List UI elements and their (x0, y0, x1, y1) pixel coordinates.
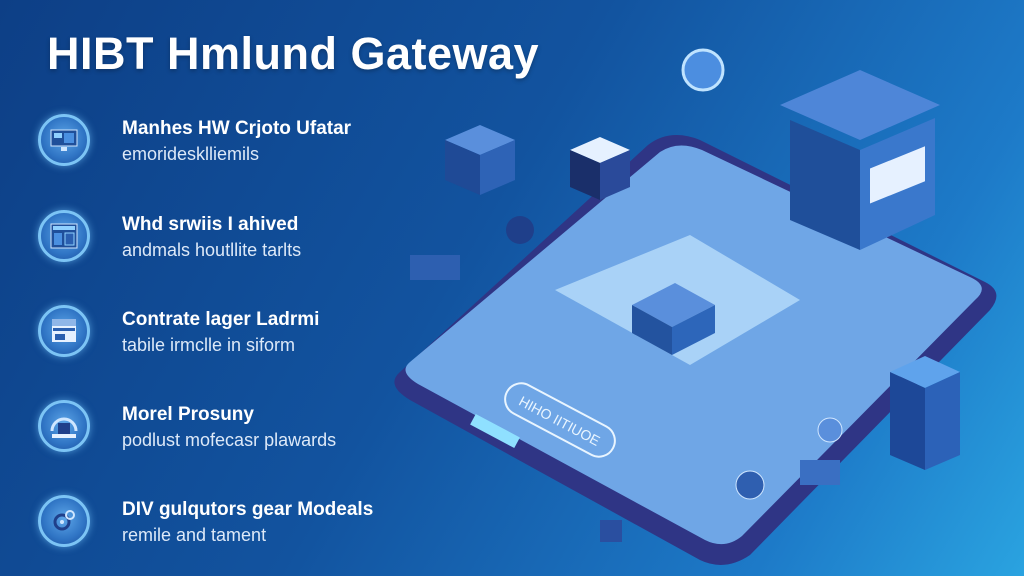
office-building-icon (890, 356, 960, 470)
storefront-icon (38, 305, 90, 357)
node-device (410, 255, 460, 280)
node-dot (817, 417, 843, 443)
feature-title: Morel Prosuny (122, 404, 254, 425)
feature-item: Whd srwiis I ahived andmals houtllite ta… (38, 210, 418, 270)
node-cube-icon (570, 137, 630, 200)
node-cube-icon (445, 125, 515, 195)
gears-icon (38, 495, 90, 547)
node-device (600, 520, 622, 542)
feature-item: Manhes HW Crjoto Ufatar emoridesklliemil… (38, 114, 418, 174)
server-tower-icon (780, 70, 940, 250)
feature-subtitle: remile and tament (122, 525, 267, 545)
feature-title: Whd srwiis I ahived (122, 214, 299, 235)
feature-item: Contrate lager Ladrmi tabile irmclle in … (38, 305, 418, 365)
globe-icon (681, 48, 725, 92)
feature-subtitle: podlust mofecasr plawards (122, 430, 337, 450)
feature-title: DIV gulqutors gear Modeals (122, 499, 374, 520)
feature-item: DIV gulqutors gear Modeals remile and ta… (38, 495, 418, 555)
screen-bar (470, 413, 520, 449)
central-building-icon (632, 283, 715, 355)
node-device (800, 460, 840, 485)
monitor-icon (38, 114, 90, 166)
node-dot (506, 216, 534, 244)
feature-subtitle: tabile irmclle in siform (122, 335, 296, 355)
page-title: HIBT Hmlund Gateway (47, 28, 540, 79)
building-icon (38, 400, 90, 452)
feature-subtitle: andmals houtllite tarlts (122, 240, 302, 260)
dashboard-icon (38, 210, 90, 262)
feature-subtitle: emoridesklliemils (122, 144, 260, 164)
feature-title: Manhes HW Crjoto Ufatar (122, 118, 352, 139)
feature-title: Contrate lager Ladrmi (122, 309, 320, 330)
node-dot (735, 470, 765, 500)
feature-item: Morel Prosuny podlust mofecasr plawards (38, 400, 418, 460)
